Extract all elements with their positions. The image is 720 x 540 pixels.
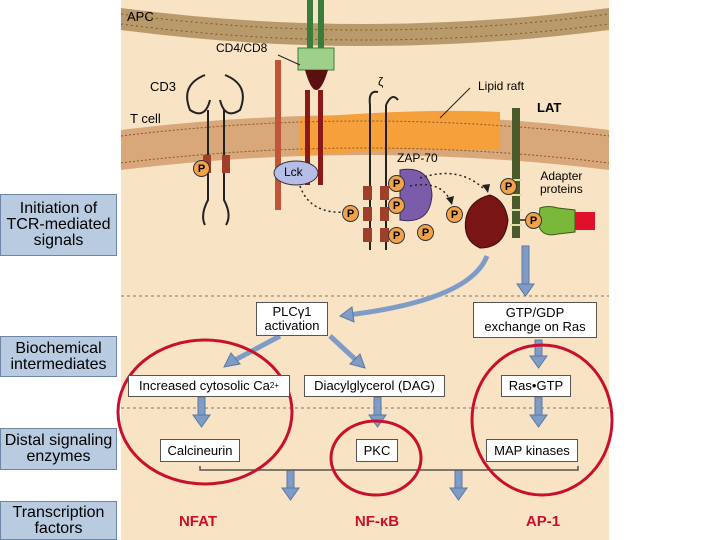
zeta-label: ζ: [378, 75, 384, 89]
cd4-cd8-receptor: [275, 0, 335, 210]
t-cell-label: T cell: [130, 111, 161, 126]
gtp-exchange-node: GTP/GDP exchange on Ras: [473, 302, 597, 338]
phosphate-icon: P: [500, 178, 517, 195]
convergence-bracket: [199, 466, 579, 471]
highlight-circle-nfkb: [329, 419, 423, 497]
ap1-label: AP-1: [525, 513, 561, 530]
phosphate-icon: P: [193, 160, 210, 177]
side-label-initiation: Initiation of TCR-mediated signals: [0, 194, 117, 256]
lck-kinase: [273, 160, 319, 186]
cd4-cd8-label: CD4/CD8: [216, 41, 268, 55]
plc-activation-node: PLCγ1 activation: [256, 302, 328, 336]
dag-node: Diacylglycerol (DAG): [304, 375, 445, 397]
highlight-circle-ap1: [470, 343, 614, 497]
zap70-kinase: [399, 168, 433, 222]
leader-line: [277, 54, 301, 66]
phosphate-icon: P: [525, 212, 542, 229]
apc-membrane: [120, 0, 610, 46]
map-kinases-node: MAP kinases: [486, 439, 578, 462]
side-label-intermediates: Biochemical intermediates: [0, 336, 117, 377]
calcium-superscript: 2+: [269, 381, 279, 390]
highlight-circles: [116, 338, 614, 497]
arrowhead: [446, 196, 454, 205]
highlight-circle-nfat: [116, 338, 294, 486]
nfat-label: NFAT: [178, 513, 218, 530]
phosphate-icon: P: [417, 224, 434, 241]
plc-gamma-enzyme: [464, 194, 509, 249]
pkc-node: PKC: [356, 439, 398, 462]
ras-gtp-node: Ras•GTP: [501, 375, 571, 397]
side-label-transcription: Transcription factors: [0, 501, 117, 540]
phosphate-icon: P: [388, 175, 405, 192]
side-label-enzymes: Distal signaling enzymes: [0, 428, 117, 470]
zap70-label: ZAP-70: [397, 151, 438, 165]
phosphate-icon: P: [342, 205, 359, 222]
phosphate-icon: P: [388, 197, 405, 214]
calcineurin-node: Calcineurin: [160, 439, 240, 462]
apc-label: APC: [127, 9, 154, 24]
nfkb-label: NF-κB: [354, 513, 400, 530]
lat-label: LAT: [537, 100, 562, 115]
arrowhead: [482, 184, 490, 193]
phosphorylation-arrows: [299, 172, 486, 214]
phosphate-icon: P: [388, 227, 405, 244]
leader-line: [439, 87, 471, 119]
cd3-label: CD3: [150, 79, 177, 94]
adapter-proteins-label: Adapter proteins: [540, 169, 583, 196]
lck-label: Lck: [284, 165, 303, 179]
lipid-raft-label: Lipid raft: [478, 79, 525, 93]
adapter-proteins: [537, 206, 595, 236]
flow-arrows: [192, 245, 548, 501]
t-cell-membrane: [120, 110, 610, 170]
zeta-chains: [363, 90, 399, 250]
phosphate-icon: P: [446, 206, 463, 223]
lipid-raft-region: [300, 110, 500, 156]
